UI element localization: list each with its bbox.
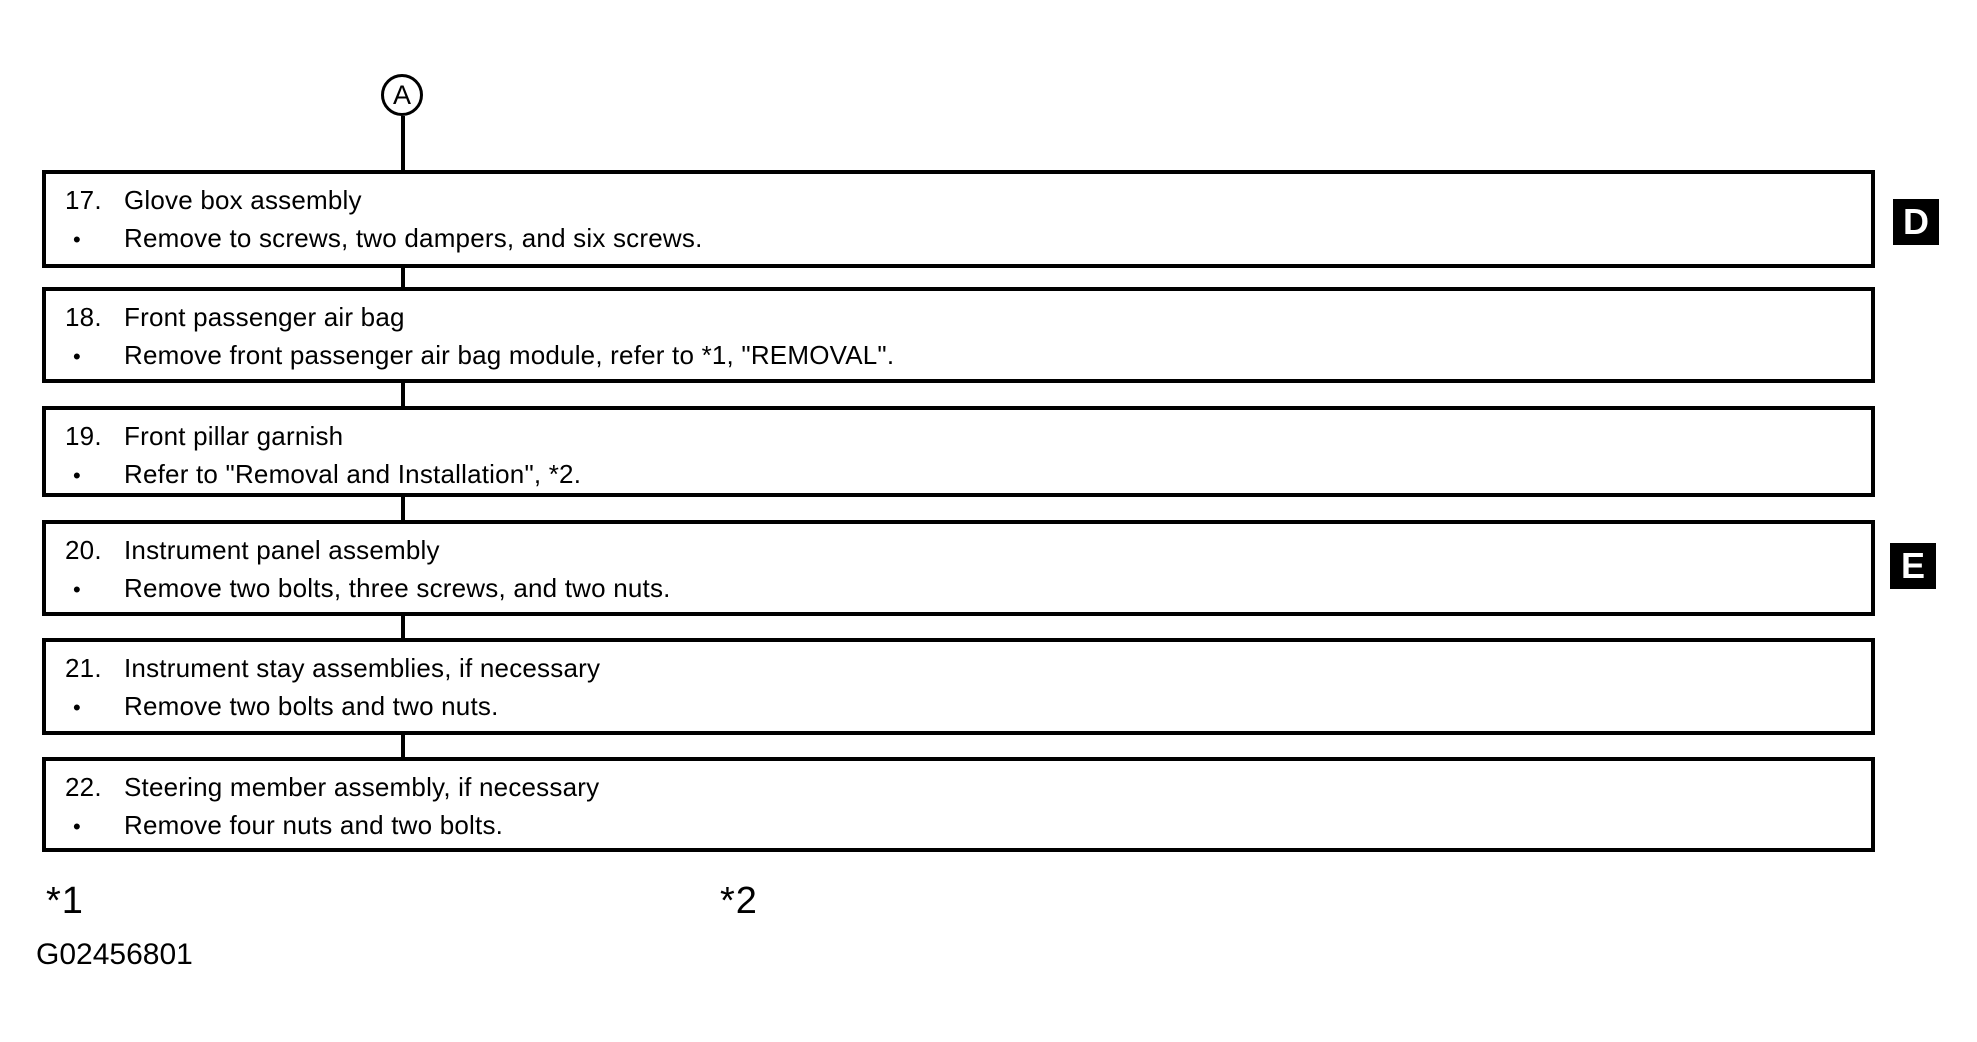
step-title: Front passenger air bag [124,302,405,332]
step-box-19: 19. Front pillar garnish • Refer to "Rem… [42,406,1875,497]
section-badge-d: D [1893,199,1939,245]
step-detail: Remove to screws, two dampers, and six s… [124,223,703,253]
step-box-18: 18. Front passenger air bag • Remove fro… [42,287,1875,383]
step-detail: Remove front passenger air bag module, r… [124,340,895,370]
connector-line-box21-box22 [401,731,405,761]
step-number: 19. [65,421,102,451]
step-box-22: 22. Steering member assembly, if necessa… [42,757,1875,852]
step-detail: Remove four nuts and two bolts. [124,810,504,840]
step-title: Instrument panel assembly [124,535,440,565]
bullet-icon: • [73,227,81,252]
footnote-marker-1: *1 [46,880,84,922]
reference-circle-a: A [381,74,423,116]
step-detail: Remove two bolts and two nuts. [124,691,499,721]
figure-code: G02456801 [36,938,193,971]
bullet-icon: • [73,814,81,839]
step-number: 20. [65,535,102,565]
connector-line-box20-box21 [401,612,405,642]
step-title-line: 20. Instrument panel assembly [65,531,1851,569]
step-title-line: 19. Front pillar garnish [65,417,1851,455]
step-title: Front pillar garnish [124,421,344,451]
step-detail-line: • Refer to "Removal and Installation", *… [65,455,1851,495]
step-detail-line: • Remove two bolts, three screws, and tw… [65,569,1851,609]
step-detail-line: • Remove two bolts and two nuts. [65,687,1851,727]
footnote-marker-2: *2 [720,880,758,922]
step-number: 18. [65,302,102,332]
step-title: Steering member assembly, if necessary [124,772,600,802]
bullet-icon: • [73,463,81,488]
section-badge-e: E [1890,543,1936,589]
reference-circle-label: A [392,79,411,110]
step-title-line: 17. Glove box assembly [65,181,1851,219]
step-number: 17. [65,185,102,215]
bullet-icon: • [73,344,81,369]
step-number: 22. [65,772,102,802]
step-detail-line: • Remove to screws, two dampers, and six… [65,219,1851,259]
step-box-21: 21. Instrument stay assemblies, if neces… [42,638,1875,735]
connector-line-a-to-box17 [401,116,405,172]
step-title: Instrument stay assemblies, if necessary [124,653,601,683]
step-detail: Remove two bolts, three screws, and two … [124,573,671,603]
section-badge-label: D [1903,201,1929,242]
step-box-17: 17. Glove box assembly • Remove to screw… [42,170,1875,268]
step-title-line: 18. Front passenger air bag [65,298,1851,336]
step-title: Glove box assembly [124,185,362,215]
connector-line-box19-box20 [401,493,405,524]
section-badge-label: E [1900,545,1925,586]
connector-line-box18-box19 [401,379,405,410]
step-number: 21. [65,653,102,683]
step-title-line: 21. Instrument stay assemblies, if neces… [65,649,1851,687]
connector-line-box17-box18 [401,264,405,291]
step-title-line: 22. Steering member assembly, if necessa… [65,768,1851,806]
step-detail: Refer to "Removal and Installation", *2. [124,459,582,489]
step-detail-line: • Remove four nuts and two bolts. [65,806,1851,846]
step-detail-line: • Remove front passenger air bag module,… [65,336,1851,376]
step-box-20: 20. Instrument panel assembly • Remove t… [42,520,1875,616]
bullet-icon: • [73,577,81,602]
bullet-icon: • [73,695,81,720]
